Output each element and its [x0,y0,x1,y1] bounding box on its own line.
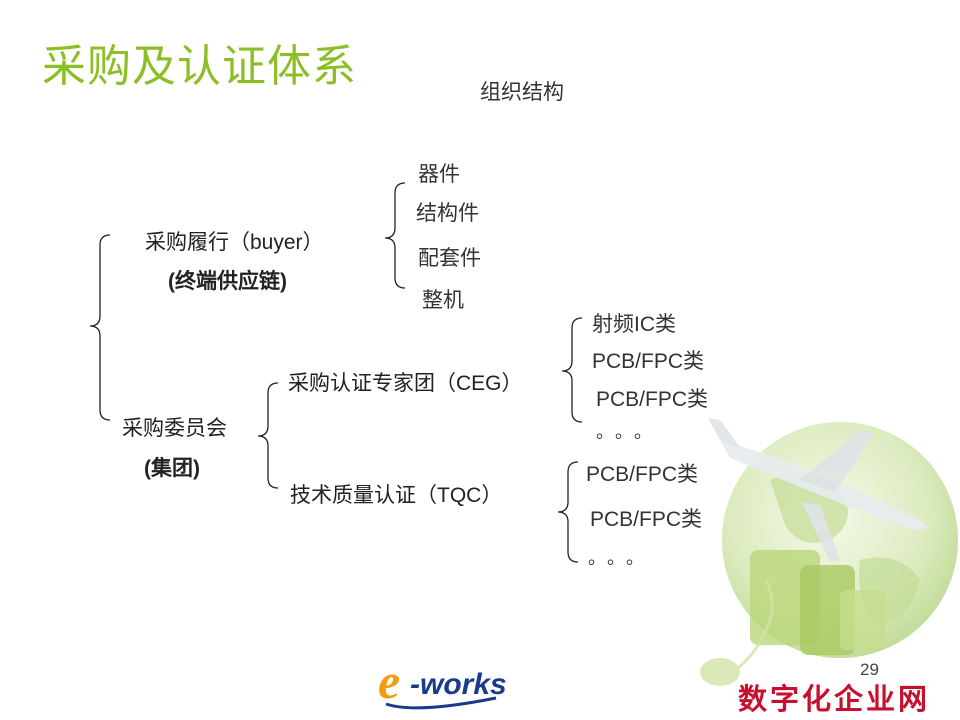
fulfillment-bracket [384,182,406,289]
leaf-tqc-pcb-fpc-2: PCB/FPC类 [590,508,703,531]
leaf-complete-unit: 整机 [422,289,464,312]
node-committee-line2: (集团) [144,457,200,480]
leaf-tqc-ellipsis: 。。。 [588,548,654,568]
leaf-components: 器件 [418,163,460,186]
page-number: 29 [860,660,879,679]
leaf-accessories: 配套件 [418,247,481,270]
leaf-structural-parts: 结构件 [416,202,479,225]
footer-brand-name: 数字化企业网 [738,682,931,716]
committee-bracket [257,382,279,489]
node-fulfillment-line1: 采购履行（buyer） [145,231,324,254]
root-bracket [89,234,111,421]
diagram-subtitle: 组织结构 [480,81,564,104]
leaf-ceg-rf-ic: 射频IC类 [592,313,676,336]
leaf-ceg-pcb-fpc-1: PCB/FPC类 [592,350,705,373]
leaf-ceg-pcb-fpc-2: PCB/FPC类 [596,388,709,411]
eworks-logo: e -works [376,653,556,714]
node-fulfillment-line2: (终端供应链) [168,270,287,293]
leaf-tqc-pcb-fpc-1: PCB/FPC类 [586,463,699,486]
node-tqc: 技术质量认证（TQC） [290,484,503,507]
tqc-bracket [557,461,579,563]
eworks-logo-text: -works [410,668,507,701]
node-ceg: 采购认证专家团（CEG） [288,372,523,395]
leaf-ceg-ellipsis: 。。。 [596,422,662,442]
globe-airplane-illustration [700,418,958,686]
node-committee-line1: 采购委员会 [122,417,227,440]
slide-title: 采购及认证体系 [42,41,357,92]
eworks-logo-e: e [378,653,401,709]
ceg-bracket [561,317,583,423]
eworks-swoosh-icon [385,696,497,710]
